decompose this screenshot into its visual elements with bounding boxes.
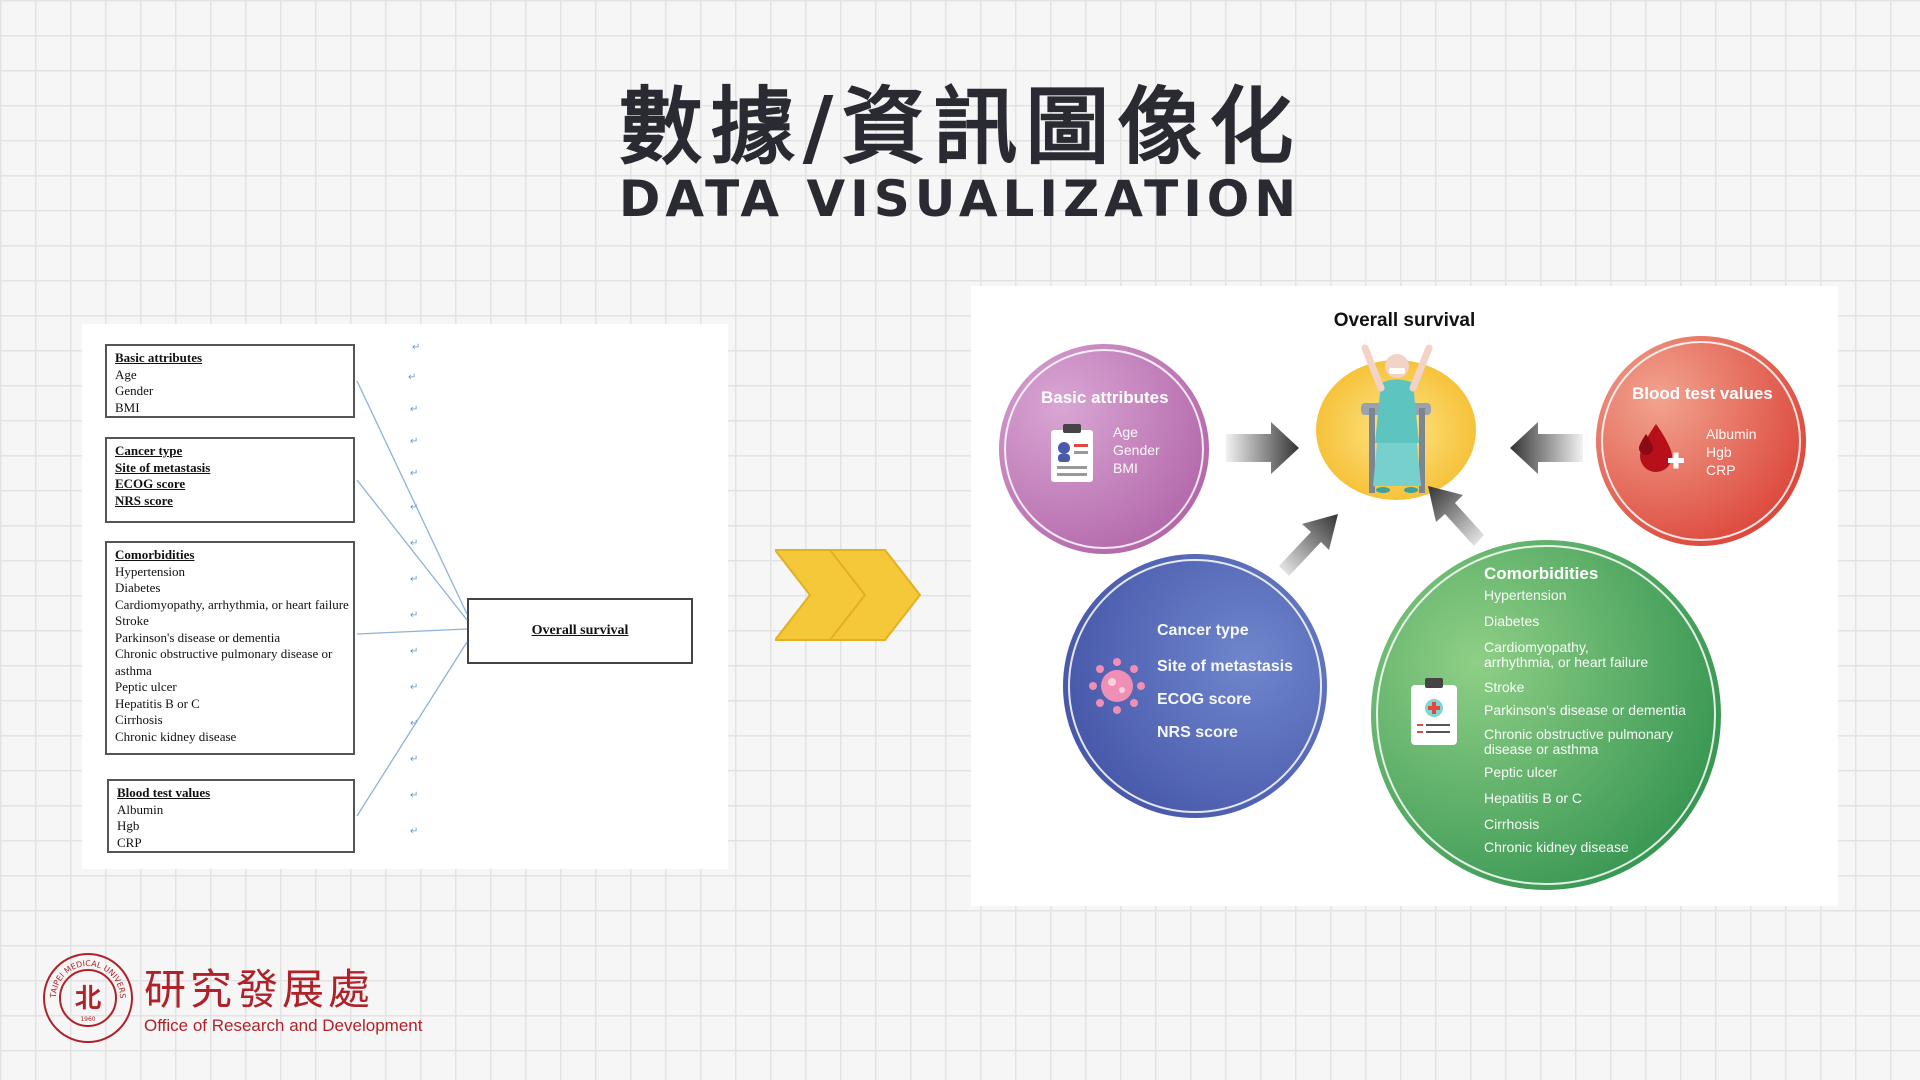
box-item: CRP [117, 834, 142, 850]
svg-text:↵: ↵ [410, 790, 418, 801]
circle-item: Cirrhosis [1484, 816, 1540, 832]
svg-text:↵: ↵ [410, 646, 418, 657]
box-item: Cirrhosis [115, 712, 163, 727]
overall-survival-box: Overall survival [467, 598, 693, 664]
svg-text:↵: ↵ [410, 754, 418, 765]
circle-item: Albumin [1706, 426, 1757, 442]
circle-item: NRS score [1157, 724, 1238, 741]
seal-year: 1960 [80, 1016, 95, 1023]
before-diagram: Basic attributes Age Gender BMI Cancer t… [82, 324, 728, 869]
university-seal-icon: TAIPEI MEDICAL UNIVERSITY 北 1960 [40, 950, 133, 1043]
arrow-from-basic [1226, 422, 1299, 474]
page-title-english: DATA VISUALIZATION [618, 170, 1302, 228]
page-title-chinese: 數據/資訊圖像化 [618, 78, 1302, 176]
circle-item: Cancer type [1157, 622, 1249, 639]
circle-item: ECOG score [1157, 691, 1252, 708]
box-item: Parkinson's disease or dementia [115, 629, 281, 645]
circle-item: Hgb [1706, 444, 1732, 460]
comorbidities-box: Comorbidities Hypertension Diabetes Card… [105, 541, 355, 755]
basic-attributes-circle: Basic attributes Age Gender BMI [999, 344, 1209, 554]
circle-ring [1376, 545, 1716, 885]
cancer-type-circle: Cancer type Site of metastasis ECOG scor… [1063, 554, 1327, 818]
svg-text:↵: ↵ [410, 826, 418, 837]
circle-ring [1601, 341, 1801, 541]
blood-test-box: Blood test values Albumin Hgb CRP [107, 779, 355, 853]
svg-text:↵: ↵ [412, 342, 420, 353]
cancer-type-box: Cancer type Site of metastasis ECOG scor… [105, 437, 355, 523]
circle-item: arrhythmia, or heart failure [1484, 654, 1649, 670]
circle-item: Chronic obstructive pulmonary [1484, 726, 1674, 742]
box-item: asthma [115, 662, 152, 678]
box-item: Site of metastasis [115, 459, 211, 475]
id-clipboard-icon [1051, 424, 1093, 482]
circle-item: BMI [1113, 460, 1138, 476]
arrow-from-blood [1510, 422, 1583, 474]
circle-item: Diabetes [1484, 613, 1540, 629]
svg-text:↵: ↵ [410, 502, 418, 513]
basic-attributes-box: Basic attributes Age Gender BMI [105, 344, 355, 418]
box-item: Gender [115, 383, 154, 398]
box-item: Chronic kidney disease [115, 728, 237, 744]
box-heading: Blood test values [117, 785, 211, 800]
svg-text:↵: ↵ [410, 718, 418, 729]
after-infographic: Overall survival [971, 286, 1838, 906]
circle-item: Gender [1113, 442, 1160, 458]
arrow-from-cancer [1279, 514, 1338, 576]
box-item: Diabetes [115, 580, 161, 595]
svg-text:↵: ↵ [410, 682, 418, 693]
box-item: Chronic obstructive pulmonary disease or [115, 646, 333, 661]
circle-item: Parkinson's disease or dementia [1484, 702, 1686, 718]
patient-wheelchair-icon [1316, 344, 1476, 500]
box-item: ECOG score [115, 476, 186, 491]
blood-test-circle: Blood test values Albumin Hgb CRP [1596, 336, 1806, 546]
circle-title: Blood test values [1632, 384, 1773, 403]
box-item: Peptic ulcer [115, 679, 177, 694]
box-heading: Comorbidities [115, 547, 195, 562]
circle-item: Cardiomyopathy, [1484, 639, 1589, 655]
box-item: Albumin [117, 801, 164, 817]
circle-item: Peptic ulcer [1484, 764, 1558, 780]
cancer-cell-icon [1089, 658, 1145, 714]
org-name-chinese: 研究發展處 [144, 965, 375, 1014]
circle-item: CRP [1706, 462, 1736, 478]
box-item: Hgb [117, 818, 140, 833]
circle-item: Age [1113, 424, 1138, 440]
org-name-english: Office of Research and Development [144, 1016, 423, 1035]
circle-item: Chronic kidney disease [1484, 839, 1629, 855]
box-item: Stroke [115, 613, 149, 628]
circle-item: Hypertension [1484, 587, 1567, 603]
circle-ring [1068, 559, 1322, 813]
circle-item: Site of metastasis [1157, 658, 1294, 675]
overall-survival-label: Overall survival [1333, 310, 1476, 331]
double-chevron-arrow-icon [775, 549, 922, 641]
medical-clipboard-icon [1411, 678, 1457, 745]
circle-item: disease or asthma [1484, 741, 1599, 757]
svg-text:↵: ↵ [410, 574, 418, 585]
seal-character: 北 [75, 984, 101, 1014]
box-heading: Basic attributes [115, 350, 203, 365]
circle-title: Comorbidities [1484, 564, 1599, 583]
comorbidities-circle: Comorbidities Hypertension Diabetes Card… [1371, 540, 1721, 890]
box-item: Age [115, 366, 137, 382]
box-item: BMI [115, 399, 140, 415]
circle-title: Basic attributes [1041, 388, 1169, 407]
box-item: Cardiomyopathy, arrhythmia, or heart fai… [115, 596, 349, 612]
blood-drop-icon [1639, 424, 1684, 472]
svg-text:↵: ↵ [408, 372, 416, 383]
svg-text:↵: ↵ [410, 468, 418, 479]
circle-item: Hepatitis B or C [1484, 790, 1583, 806]
svg-text:↵: ↵ [410, 404, 418, 415]
svg-text:↵: ↵ [410, 436, 418, 447]
box-heading: Cancer type [115, 443, 183, 458]
institution-logo: TAIPEI MEDICAL UNIVERSITY 北 1960 研究發展處 O… [40, 950, 440, 1050]
circle-ring [1004, 349, 1204, 549]
box-item: Hypertension [115, 563, 186, 579]
svg-text:↵: ↵ [410, 538, 418, 549]
box-item: NRS score [115, 492, 173, 508]
svg-text:↵: ↵ [410, 610, 418, 621]
circle-item: Stroke [1484, 679, 1525, 695]
box-item: Hepatitis B or C [115, 695, 200, 711]
